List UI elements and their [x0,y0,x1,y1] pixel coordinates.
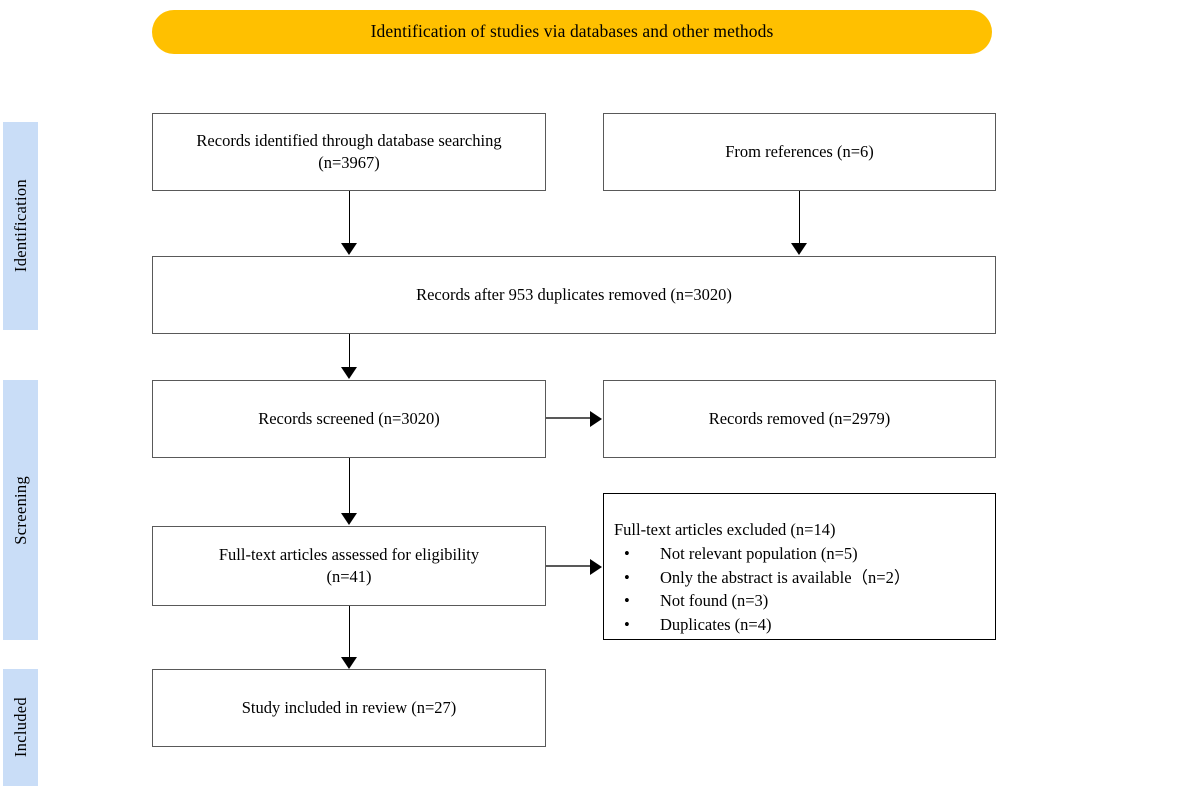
stage-bar-screening: Screening [3,380,38,640]
arrowhead-down-icon [341,243,357,255]
stage-label-screening: Screening [10,475,30,545]
list-item: • Only the abstract is available（n=2） [614,566,987,589]
diagram-banner-title: Identification of studies via databases … [370,21,774,42]
diagram-banner: Identification of studies via databases … [152,10,992,54]
box-text-wrapper: Records identified through database sear… [196,130,501,175]
list-item: • Duplicates (n=4) [614,613,987,636]
box-from-references: From references (n=6) [603,113,996,191]
list-item: • Not found (n=3) [614,589,987,612]
box-line-primary: Full-text articles assessed for eligibil… [218,544,480,564]
box-study-included-in-review: Study included in review (n=27) [152,669,546,747]
box-line-primary: Records identified through database sear… [196,130,502,150]
box-fulltext-assessed-eligibility: Full-text articles assessed for eligibil… [152,526,546,606]
bullet-icon: • [624,591,630,611]
connector-fulltext-to-excluded [546,565,592,567]
excluded-reason-text: Only the abstract is available（n=2） [660,567,911,587]
bullet-icon: • [624,614,630,634]
excluded-reason-text: Not found (n=3) [660,591,769,611]
arrowhead-down-icon [341,513,357,525]
box-line-primary: Study included in review (n=27) [241,697,457,717]
box-line-primary: From references (n=6) [725,141,874,161]
connector-screened-to-fulltext [349,458,350,514]
connector-db-search-to-dedup [349,191,350,244]
stage-label-included: Included [10,697,30,758]
connector-dedup-to-screened [349,334,350,368]
box-line-count: (n=41) [326,567,372,586]
stage-label-identification: Identification [10,179,30,273]
connector-screened-to-removed [546,417,592,419]
arrowhead-right-icon [590,559,602,575]
box-records-removed: Records removed (n=2979) [603,380,996,458]
arrowhead-down-icon [341,657,357,669]
stage-bar-identification: Identification [3,122,38,330]
excluded-reason-text: Not relevant population (n=5) [660,544,858,564]
bullet-icon: • [624,544,630,564]
arrowhead-right-icon [590,411,602,427]
box-records-identified-database: Records identified through database sear… [152,113,546,191]
box-records-after-duplicates-removed: Records after 953 duplicates removed (n=… [152,256,996,334]
box-line-primary: Records after 953 duplicates removed (n=… [416,284,732,304]
bullet-icon: • [624,567,630,587]
box-line-primary: Records removed (n=2979) [708,408,891,428]
box-text-wrapper: Full-text articles assessed for eligibil… [219,544,479,589]
box-fulltext-articles-excluded: Full-text articles excluded (n=14) • Not… [603,493,996,640]
connector-fulltext-to-included [349,606,350,658]
excluded-title: Full-text articles excluded (n=14) [614,520,836,539]
arrowhead-down-icon [341,367,357,379]
excluded-reason-text: Duplicates (n=4) [660,614,772,634]
list-item: • Not relevant population (n=5) [614,542,987,565]
excluded-reason-list: • Not relevant population (n=5) • Only t… [614,542,987,636]
box-line-primary: Records screened (n=3020) [258,408,440,428]
arrowhead-down-icon [791,243,807,255]
box-records-screened: Records screened (n=3020) [152,380,546,458]
box-line-count: (n=3967) [318,153,380,172]
stage-bar-included: Included [3,669,38,786]
connector-references-to-dedup [799,191,800,244]
